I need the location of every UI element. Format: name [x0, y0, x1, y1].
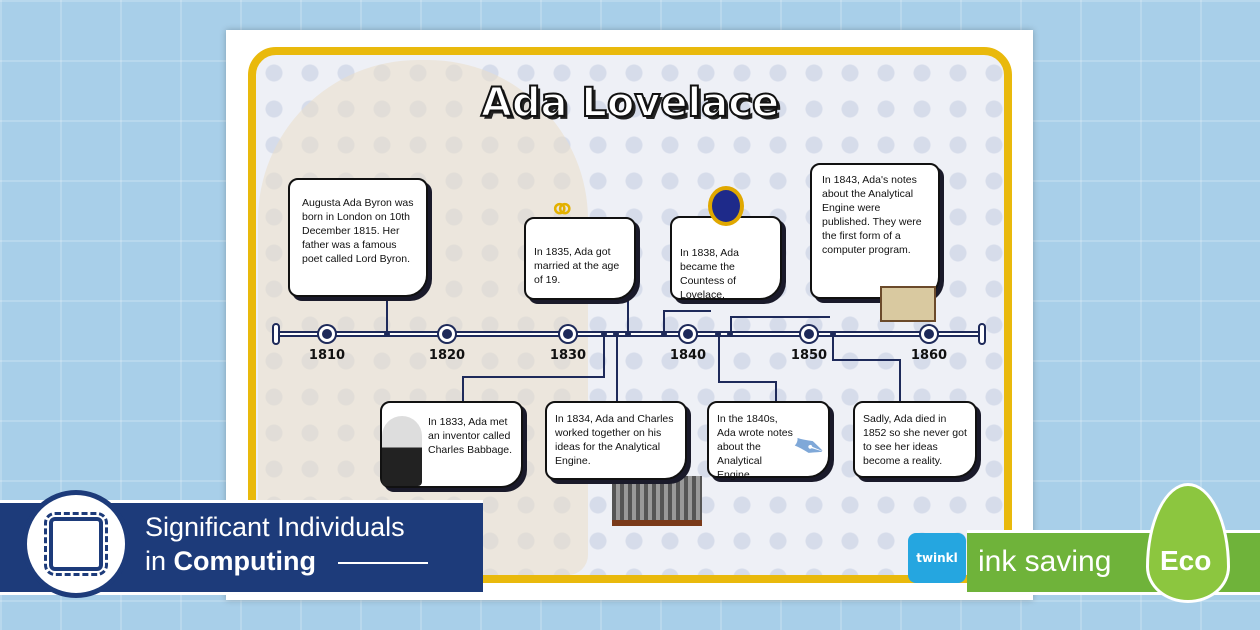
analytical-engine-icon — [612, 476, 702, 526]
connector — [386, 297, 388, 333]
connector — [462, 376, 464, 402]
connector — [462, 376, 605, 378]
series-title: Significant Individuals in Computing — [145, 510, 428, 578]
event-box-1815: Augusta Ada Byron was born in London on … — [288, 178, 428, 297]
connector — [616, 337, 618, 402]
connector — [730, 316, 830, 318]
twinkl-logo: twinkl — [908, 533, 966, 583]
decade-label: 1850 — [790, 348, 828, 363]
series-title-line1: Significant Individuals — [145, 512, 405, 542]
eco-label: Eco — [1160, 545, 1212, 576]
event-dot — [715, 331, 721, 337]
connector — [627, 300, 629, 333]
connector — [663, 310, 665, 333]
series-title-line2: in Computing — [145, 544, 428, 578]
decade-label: 1840 — [669, 348, 707, 363]
connector — [775, 381, 777, 402]
decade-marker — [319, 326, 335, 342]
event-box-1834: In 1834, Ada and Charles worked together… — [545, 401, 687, 480]
charles-babbage-icon — [382, 416, 422, 486]
decade-marker — [921, 326, 937, 342]
ada-portrait-illustration — [258, 60, 588, 575]
connector — [603, 337, 605, 377]
series-title-prefix: in — [145, 546, 174, 576]
event-box-1840s: In the 1840s, Ada wrote notes about the … — [707, 401, 830, 481]
connector — [718, 381, 776, 383]
decade-marker — [680, 326, 696, 342]
event-dot — [661, 331, 667, 337]
connector — [832, 337, 834, 360]
connector — [663, 310, 711, 312]
wedding-rings-icon: ⚭ — [548, 190, 577, 230]
event-dot — [613, 331, 619, 337]
event-dot — [727, 331, 733, 337]
connector — [899, 359, 901, 402]
timeline-end-cap — [978, 323, 986, 345]
event-box-1838: In 1838, Ada became the Countess of Love… — [670, 216, 782, 301]
event-dot — [601, 331, 607, 337]
decade-label: 1810 — [308, 348, 346, 363]
decade-label: 1830 — [549, 348, 587, 363]
event-dot — [830, 331, 836, 337]
eco-leaf-icon — [1146, 483, 1230, 603]
event-box-1852: Sadly, Ada died in 1852 so she never got… — [853, 401, 977, 478]
decade-marker — [560, 326, 576, 342]
decade-marker — [439, 326, 455, 342]
decade-label: 1820 — [428, 348, 466, 363]
decade-marker — [801, 326, 817, 342]
circuit-trace-icon — [337, 561, 428, 564]
poster-title: Ada Lovelace — [480, 79, 780, 127]
countess-portrait-icon — [708, 186, 744, 226]
timeline-start-cap — [272, 323, 280, 345]
microchip-badge — [22, 490, 130, 598]
ink-saving-label: ink saving — [978, 545, 1112, 578]
microchip-icon — [44, 512, 108, 576]
series-title-bold: Computing — [173, 546, 316, 576]
event-dot — [625, 331, 631, 337]
notes-book-icon — [880, 286, 936, 322]
connector — [718, 337, 720, 382]
decade-label: 1860 — [910, 348, 948, 363]
connector — [832, 359, 900, 361]
event-dot — [384, 331, 390, 337]
connector — [730, 316, 732, 333]
event-box-1835: In 1835, Ada got married at the age of 1… — [524, 217, 636, 300]
timeline-axis — [276, 331, 986, 337]
event-box-1843: In 1843, Ada's notes about the Analytica… — [810, 163, 940, 299]
